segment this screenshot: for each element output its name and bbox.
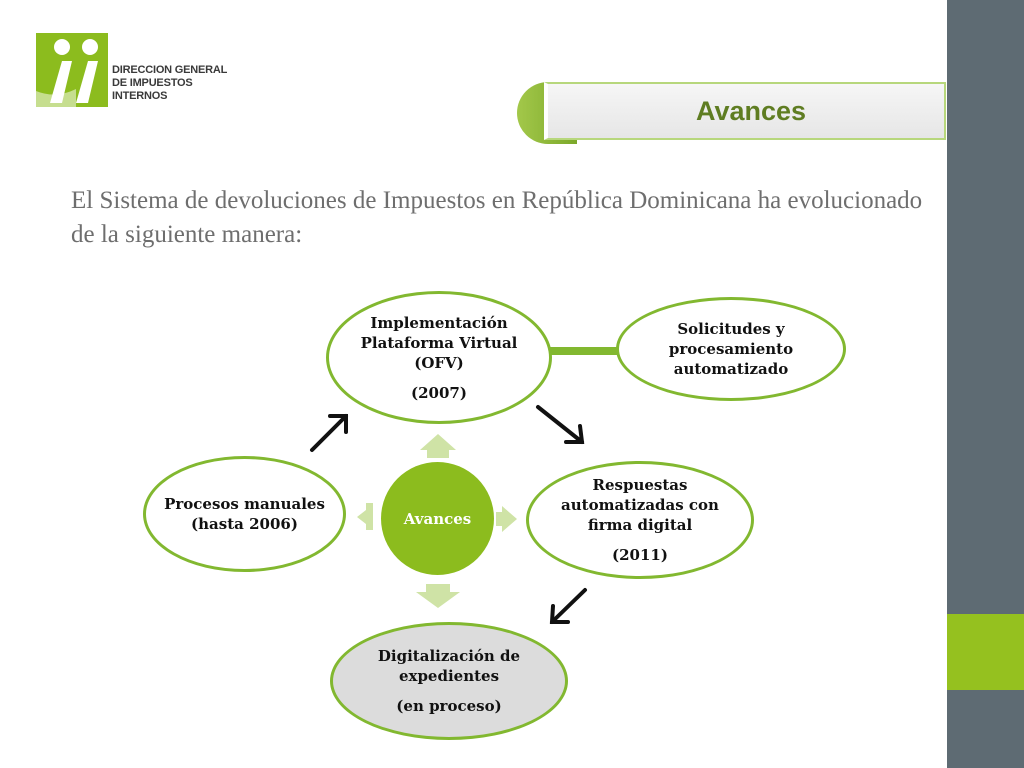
cycle-arrows: [310, 405, 587, 624]
logo-line-2: DE IMPUESTOS: [112, 77, 193, 89]
arrow-left-to-top-icon: [310, 414, 348, 452]
node-respuestas-label: Respuestas automatizadas con firma digit…: [561, 476, 719, 534]
center-arrow-down-icon: [416, 584, 460, 608]
dgii-logo: DIRECCION GENERAL DE IMPUESTOS INTERNOS: [36, 33, 236, 113]
arrow-left-to-top-head-icon: [328, 414, 348, 434]
node-ofv-year: (2007): [411, 383, 467, 402]
center-arrow-left-icon: [357, 503, 373, 530]
center-arrow-right-icon: [496, 506, 517, 532]
logo-text: DIRECCION GENERAL DE IMPUESTOS INTERNOS: [112, 64, 227, 103]
node-solicitudes-label: Solicitudes y procesamiento automatizado: [668, 320, 794, 378]
arrow-top-to-right-icon: [536, 405, 584, 444]
node-ofv-label: Implementación Plataforma Virtual (OFV): [360, 313, 518, 372]
title-box: Avances: [544, 82, 946, 140]
node-ofv: Implementación Plataforma Virtual (OFV) …: [326, 291, 552, 424]
center-node-label: Avances: [403, 509, 472, 528]
node-procesos-manuales: Procesos manuales (hasta 2006): [143, 456, 346, 572]
node-respuestas: Respuestas automatizadas con firma digit…: [526, 461, 754, 579]
logo-line-1: DIRECCION GENERAL: [112, 64, 228, 76]
logo-mark-icon: [36, 33, 108, 107]
arrow-top-to-right-head-icon: [564, 424, 585, 444]
arrow-right-to-bottom-head-icon: [549, 604, 570, 624]
node-digitalizacion: Digitalización de expedientes (en proces…: [330, 622, 568, 740]
logo-line-3: INTERNOS: [112, 90, 168, 102]
arrow-right-to-bottom-icon: [550, 588, 587, 624]
page-title: Avances: [695, 95, 807, 126]
node-digitalizacion-year: (en proceso): [396, 697, 502, 715]
center-arrow-up-icon: [420, 434, 456, 458]
intro-paragraph: El Sistema de devoluciones de Impuestos …: [71, 187, 923, 248]
center-node: Avances: [381, 462, 494, 575]
node-procesos-manuales-label: Procesos manuales (hasta 2006): [164, 495, 325, 533]
node-solicitudes: Solicitudes y procesamiento automatizado: [616, 297, 846, 401]
side-connector: [548, 347, 622, 355]
node-respuestas-year: (2011): [612, 546, 668, 564]
right-accent-block: [947, 614, 1024, 690]
title-banner: Avances: [517, 82, 949, 144]
node-digitalizacion-label: Digitalización de expedientes: [377, 647, 521, 685]
